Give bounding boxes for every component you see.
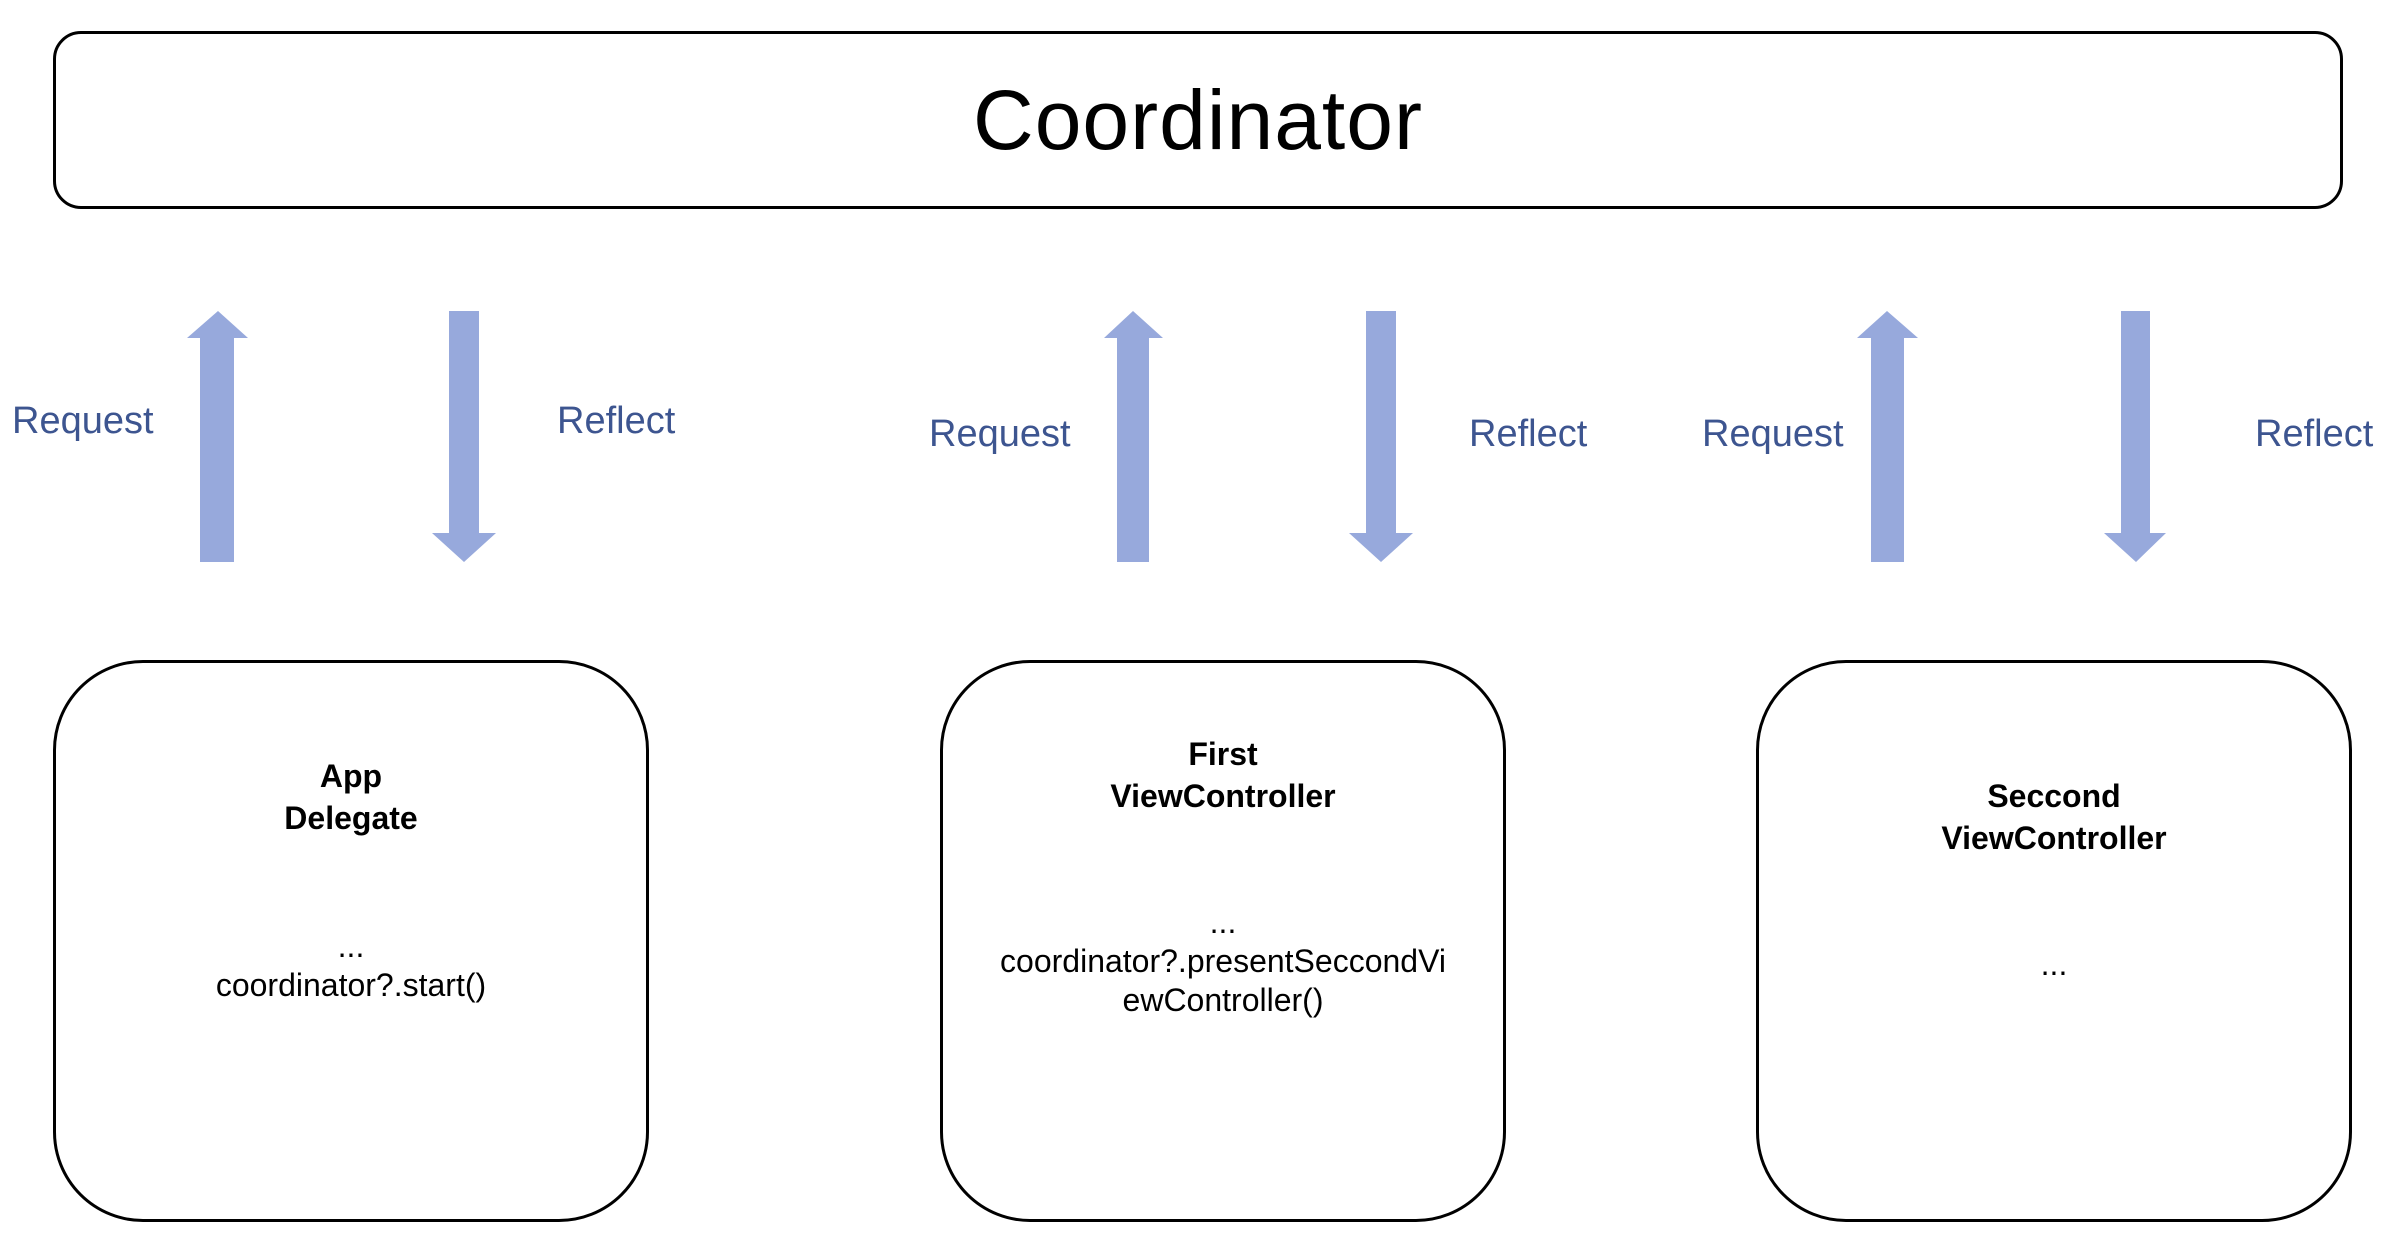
node-code-line1: ... xyxy=(2040,946,2068,982)
reflect-label-3: Reflect xyxy=(2255,413,2374,455)
request-arrow-up-2 xyxy=(1104,311,1163,562)
request-label-1: Request xyxy=(12,400,154,442)
node-title: Seccond ViewController xyxy=(1759,775,2349,859)
node-code-line1: ... xyxy=(337,928,365,964)
node-title: App Delegate xyxy=(56,755,646,839)
node-title-line2: Delegate xyxy=(284,800,418,836)
coordinator-title: Coordinator xyxy=(973,72,1423,167)
node-code-line3: ewController() xyxy=(1122,982,1324,1018)
node-title-line2: ViewController xyxy=(1941,820,2167,856)
node-code: ... xyxy=(1759,945,2349,984)
node-title-line1: Seccond xyxy=(1987,778,2121,814)
reflect-arrow-down-1 xyxy=(432,311,496,562)
reflect-arrow-down-3 xyxy=(2104,311,2166,562)
request-arrow-up-1 xyxy=(187,311,248,562)
node-title-line1: App xyxy=(319,758,383,794)
node-code-line2: coordinator?.start() xyxy=(215,967,487,1003)
request-label-2: Request xyxy=(929,413,1071,455)
node-title: First ViewController xyxy=(943,733,1503,817)
node-title-line2: ViewController xyxy=(1110,778,1336,814)
node-title-line1: First xyxy=(1188,736,1258,772)
node-code-line1: ... xyxy=(1209,904,1237,940)
node-app-delegate: App Delegate ... coordinator?.start() xyxy=(53,660,649,1222)
request-label-3: Request xyxy=(1702,413,1844,455)
reflect-arrow-down-2 xyxy=(1349,311,1413,562)
node-first-viewcontroller: First ViewController ... coordinator?.pr… xyxy=(940,660,1506,1222)
node-code: ... coordinator?.presentSeccondVi ewCont… xyxy=(943,903,1503,1020)
node-code-line2: coordinator?.presentSeccondVi xyxy=(1000,943,1446,979)
request-arrow-up-3 xyxy=(1857,311,1918,562)
reflect-label-1: Reflect xyxy=(557,400,676,442)
reflect-label-2: Reflect xyxy=(1469,413,1588,455)
coordinator-box: Coordinator xyxy=(53,31,2343,209)
node-code: ... coordinator?.start() xyxy=(56,927,646,1005)
node-seccond-viewcontroller: Seccond ViewController ... xyxy=(1756,660,2352,1222)
